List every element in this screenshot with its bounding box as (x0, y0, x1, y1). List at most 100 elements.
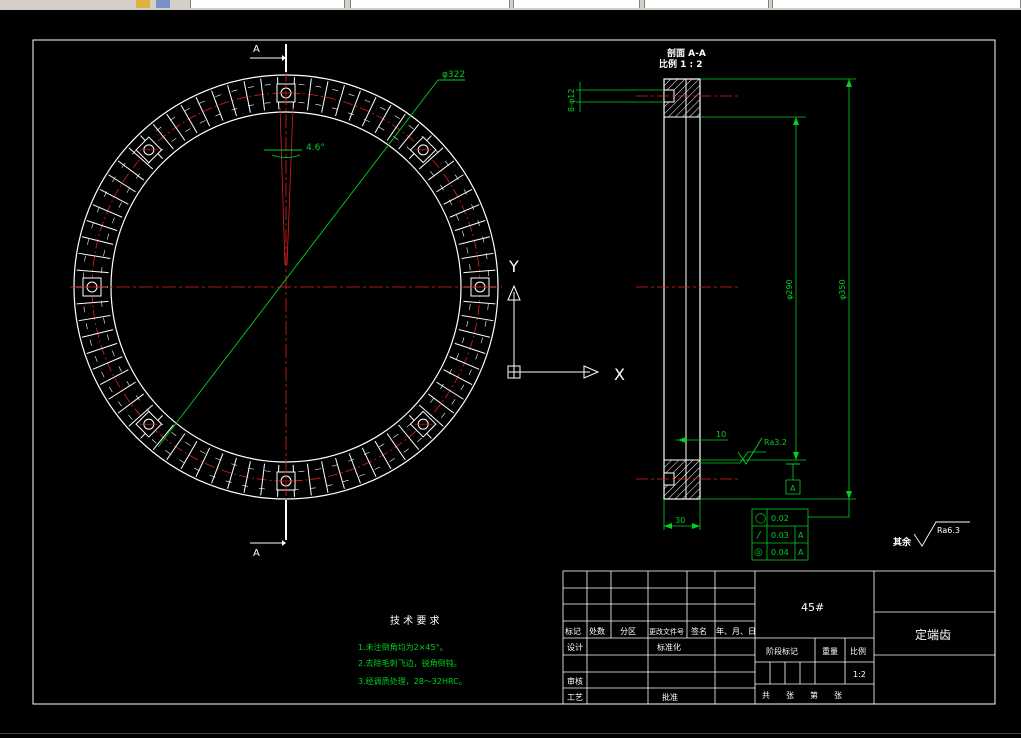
section-title: 剖面 A-A (667, 47, 706, 59)
ring-tooth-edge (108, 174, 136, 193)
roughness-rest-value: Ra6.3 (937, 526, 960, 535)
toolbar-color-dropdown[interactable] (350, 0, 510, 8)
ring-tooth-edge (117, 160, 144, 181)
tol-datum-runout: A (798, 531, 804, 540)
ring-tooth-edge (428, 393, 455, 414)
ring-tooth-edge (78, 315, 111, 322)
ring-tooth-edge (463, 269, 496, 274)
hole-label: 8-φ12 (567, 89, 576, 112)
tooth-angle-line-1 (286, 107, 294, 266)
title-block (562, 570, 996, 705)
tb-approve: 批准 (662, 692, 678, 702)
tb-scale: 比例 (850, 646, 866, 656)
title-block-text: 标记 处数 分区 更改文件号 签名 年、月、日 设计 标准化 审核 工艺 批准 … (565, 601, 951, 702)
roughness-main: Ra3.2 (764, 438, 787, 447)
tol-value-concentric: 0.04 (771, 548, 789, 557)
ring-tooth-edge (306, 463, 312, 496)
dim-outer: φ350 (838, 279, 847, 300)
tb-part-name: 定端齿 (915, 627, 951, 642)
ring-tooth-edge (78, 252, 111, 259)
ring-tooth-edge (458, 329, 491, 338)
section-cut-top: A (250, 44, 287, 72)
ring-tooth-edge (166, 433, 186, 461)
toolbar-layer-dropdown[interactable] (190, 0, 345, 8)
section-outline (663, 78, 701, 500)
datum-label: A (790, 484, 796, 493)
ring-tooth-edge (443, 369, 473, 386)
section-cut-bottom: A (250, 500, 287, 559)
ring-tooth-edge (458, 236, 491, 245)
section-view: 剖面 A-A 比例 1 : 2 8-φ12 φ290 (567, 47, 970, 561)
ring-tooth-edge (86, 220, 118, 232)
ring-tooth-edge (117, 393, 144, 414)
ring-tooth-edge (454, 342, 486, 354)
ring-tooth-edge (436, 381, 464, 400)
tb-weight: 重量 (822, 646, 838, 656)
dim-10: 10 (716, 430, 726, 439)
tol-symbol-concentric: ◎ (754, 547, 763, 558)
ring-tooth-edge (99, 188, 129, 205)
section-marker-top: A (253, 44, 260, 55)
ring-tooth-edge (243, 461, 251, 493)
ring-tooth-edge (454, 220, 486, 232)
command-line-edge (0, 733, 1021, 738)
ring-tooth-edge (180, 104, 198, 134)
tech-note-1: 1.未注倒角均为2×45°。 (358, 642, 448, 652)
ring-tooth-edge (76, 269, 109, 274)
ring-tooth-edge (463, 300, 496, 305)
ring-tooth-edge (86, 342, 118, 354)
ring-tooth-edge (348, 90, 361, 121)
ring-tooth-edge (443, 188, 473, 205)
ring-tooth-edge (321, 81, 329, 113)
tb-header-date: 年、月、日 (716, 626, 756, 636)
ring-tooth-edge (386, 113, 406, 141)
ring-tooth-edge (428, 160, 455, 181)
toolbar-lineweight-dropdown[interactable] (644, 0, 769, 8)
tb-header-zone: 分区 (620, 627, 636, 636)
axis-y-label: Y (508, 257, 519, 276)
ring-tooth-edge (260, 78, 266, 111)
ring-tooth-edge (227, 457, 237, 489)
angle-label: 4.6° (306, 143, 325, 153)
ring-tooth-edge (211, 453, 224, 484)
toolbar-plotstyle-dropdown[interactable] (772, 0, 1021, 8)
ring-tooth-edge (81, 329, 114, 338)
ring-tooth-edge (227, 85, 237, 117)
ring-tooth-edge (211, 90, 224, 121)
toolbar-linetype-dropdown[interactable] (513, 0, 640, 8)
ring-tooth-edge (76, 300, 109, 305)
toolbar-folder-icon[interactable] (136, 0, 150, 8)
tolerance-table: ◯ 0.02 / 0.03 A ◎ 0.04 A (751, 499, 850, 561)
ring-tooth-edge (449, 356, 480, 370)
ring-tooth-edge (108, 381, 136, 400)
ring-tooth-edge (195, 97, 211, 127)
diameter-label: φ322 (442, 70, 465, 80)
tooth-angle-line-2 (279, 107, 286, 266)
ring-tooth-edge (128, 404, 154, 427)
tb-header-count: 处数 (589, 626, 605, 636)
ring-tooth-edge (398, 124, 420, 150)
dim-30: 30 (675, 516, 685, 525)
axis-x-label: X (614, 365, 625, 384)
ring-tooth-edge (99, 369, 129, 386)
tol-datum-concentric: A (798, 548, 804, 557)
drawing-canvas[interactable]: A A φ322 4.6° Y X 剖面 A-A 比例 1 : 2 (0, 10, 1021, 733)
ring-tooth-edge (81, 236, 114, 245)
tb-scale-value: 1:2 (853, 670, 866, 679)
sheet-border (32, 39, 996, 705)
dim-inner: φ290 (785, 279, 794, 300)
tol-value-roundness: 0.02 (771, 514, 789, 523)
ucs-icon: Y X (507, 257, 625, 384)
ring-tooth-edge (436, 174, 464, 193)
ring-tooth-edge (418, 404, 444, 427)
diameter-leader (157, 79, 439, 448)
tb-header-mark: 标记 (565, 626, 581, 636)
tech-note-2: 2.去除毛刺飞边，锐角倒钝。 (358, 658, 462, 668)
tech-title: 技 术 要 求 (390, 614, 440, 627)
toolbar-layer-icon[interactable] (156, 0, 170, 8)
ring-tooth-edge (374, 440, 392, 470)
ring-tooth-edge (243, 81, 251, 113)
tb-review: 审核 (567, 676, 583, 686)
tb-stage-mark: 阶段标记 (766, 646, 798, 656)
section-marker-bottom: A (253, 548, 260, 559)
